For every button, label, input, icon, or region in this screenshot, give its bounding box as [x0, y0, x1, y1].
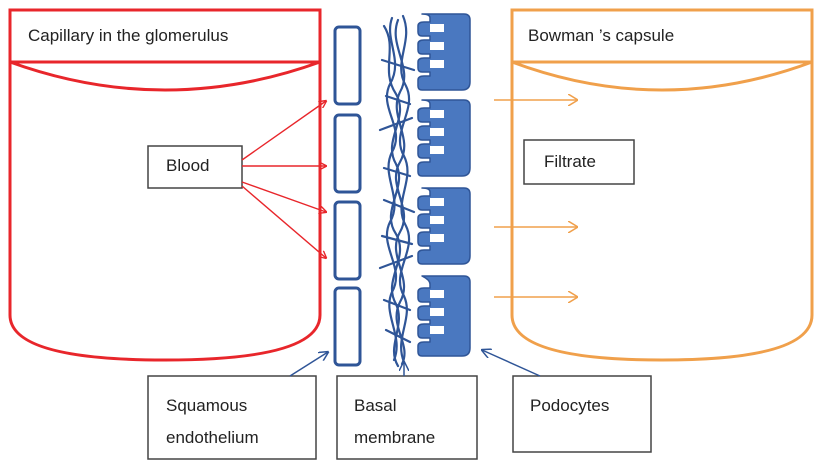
bowman-title: Bowman ’s capsule [528, 26, 674, 46]
basal-label-line2: membrane [354, 428, 435, 448]
capillary-title: Capillary in the glomerulus [28, 26, 228, 46]
podocytes-label: Podocytes [530, 396, 609, 416]
blood-arrow-1 [242, 101, 326, 160]
blood-label: Blood [166, 156, 209, 176]
pointer-arrow-podocytes [482, 350, 540, 376]
endothelial-cell-1 [335, 27, 360, 104]
endothelial-cell-2 [335, 115, 360, 192]
squamous-label-line2: endothelium [166, 428, 259, 448]
endothelium-cells [335, 27, 360, 365]
squamous-label-line1: Squamous [166, 396, 247, 416]
podocytes [418, 14, 470, 356]
pointer-arrows [290, 350, 540, 376]
basal-label-line1: Basal [354, 396, 397, 416]
blood-arrows [242, 101, 326, 258]
pointer-arrow-endothelium [290, 352, 328, 376]
filtrate-arrows [494, 100, 577, 297]
endothelial-cell-4 [335, 288, 360, 365]
basal-membrane [380, 16, 414, 366]
endothelial-cell-3 [335, 202, 360, 279]
filtrate-label: Filtrate [544, 152, 596, 172]
bowman-capsule-cylinder [512, 10, 812, 360]
